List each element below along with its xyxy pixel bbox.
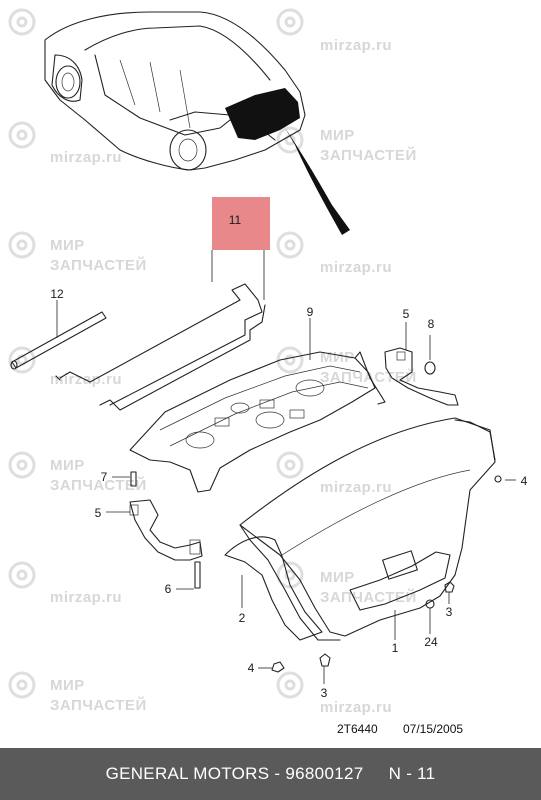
footer-separator: -: [269, 764, 286, 783]
watermark-line1: МИР: [320, 569, 355, 586]
watermark-logo: [276, 561, 304, 589]
callout-3-right: 3: [446, 605, 453, 619]
part-11-torsion-rods: [55, 283, 266, 411]
part-1-trunk-lid: [239, 417, 516, 641]
callout-9: 9: [307, 305, 314, 319]
watermark-line1: МИР: [50, 677, 85, 694]
callout-4-left: 4: [248, 661, 255, 675]
footer-bar: GENERAL MOTORS - 96800127 N - 11: [0, 748, 541, 800]
callout-6: 6: [165, 582, 172, 596]
watermark-line1: МИР: [50, 237, 85, 254]
callout-24: 24: [424, 635, 438, 649]
watermark-logo: [8, 8, 36, 36]
footer-part-number: 96800127: [285, 764, 364, 783]
callout-1: 1: [392, 641, 399, 655]
watermark-site: mirzap.ru: [50, 589, 122, 606]
watermark-logo: [8, 451, 36, 479]
watermark-line1: МИР: [50, 457, 85, 474]
footer-section: N - 11: [388, 764, 436, 783]
callout-8: 8: [428, 317, 435, 331]
callout-11: 11: [229, 213, 242, 227]
callout-5-left: 5: [95, 506, 102, 520]
watermark-logo: [8, 561, 36, 589]
watermark-line1: МИР: [320, 127, 355, 144]
diagram-code: 2T6440: [337, 722, 378, 736]
callout-12: 12: [50, 287, 64, 301]
watermark-logo: [8, 671, 36, 699]
callout-7: 7: [101, 470, 108, 484]
callout-4-right: 4: [521, 474, 528, 488]
watermark-line2: ЗАПЧАСТЕЙ: [50, 256, 147, 274]
watermark-line2: ЗАПЧАСТЕЙ: [50, 476, 147, 494]
highlight-box: [212, 197, 270, 250]
part-5-left-hinge: [106, 471, 203, 590]
diagram-date: 07/15/2005: [403, 722, 463, 736]
watermark-logo: [276, 346, 304, 374]
callout-2: 2: [239, 611, 246, 625]
watermark-line2: ЗАПЧАСТЕЙ: [320, 368, 417, 386]
watermark-logo: [8, 231, 36, 259]
watermark-logo: [276, 451, 304, 479]
part-9-rear-panel: [129, 318, 386, 493]
watermark-logo: [276, 8, 304, 36]
callout-3-left: 3: [321, 686, 328, 700]
watermark-site: mirzap.ru: [320, 37, 392, 54]
watermark-site: mirzap.ru: [50, 149, 122, 166]
part-12-rod: [10, 300, 107, 370]
parts-diagram: mirzap.ru mirzap.ru МИР ЗАПЧАСТЕЙ МИР ЗА…: [8, 8, 528, 736]
fasteners: [258, 581, 455, 684]
watermark-logo: [276, 671, 304, 699]
part-2-weatherstrip: [224, 536, 323, 641]
watermark-logo: [276, 231, 304, 259]
part-5-right-hinge: [384, 322, 459, 406]
footer-gap: [363, 764, 388, 784]
watermark-line2: ЗАПЧАСТЕЙ: [320, 146, 417, 164]
callout-5-right: 5: [403, 307, 410, 321]
footer-brand: GENERAL MOTORS: [105, 764, 270, 783]
watermarks: mirzap.ru mirzap.ru МИР ЗАПЧАСТЕЙ МИР ЗА…: [8, 8, 417, 716]
watermark-logo: [8, 121, 36, 149]
watermark-site: mirzap.ru: [320, 699, 392, 716]
car-illustration: [44, 11, 350, 235]
watermark-site: mirzap.ru: [320, 259, 392, 276]
watermark-line2: ЗАПЧАСТЕЙ: [50, 696, 147, 714]
watermark-site: mirzap.ru: [320, 479, 392, 496]
